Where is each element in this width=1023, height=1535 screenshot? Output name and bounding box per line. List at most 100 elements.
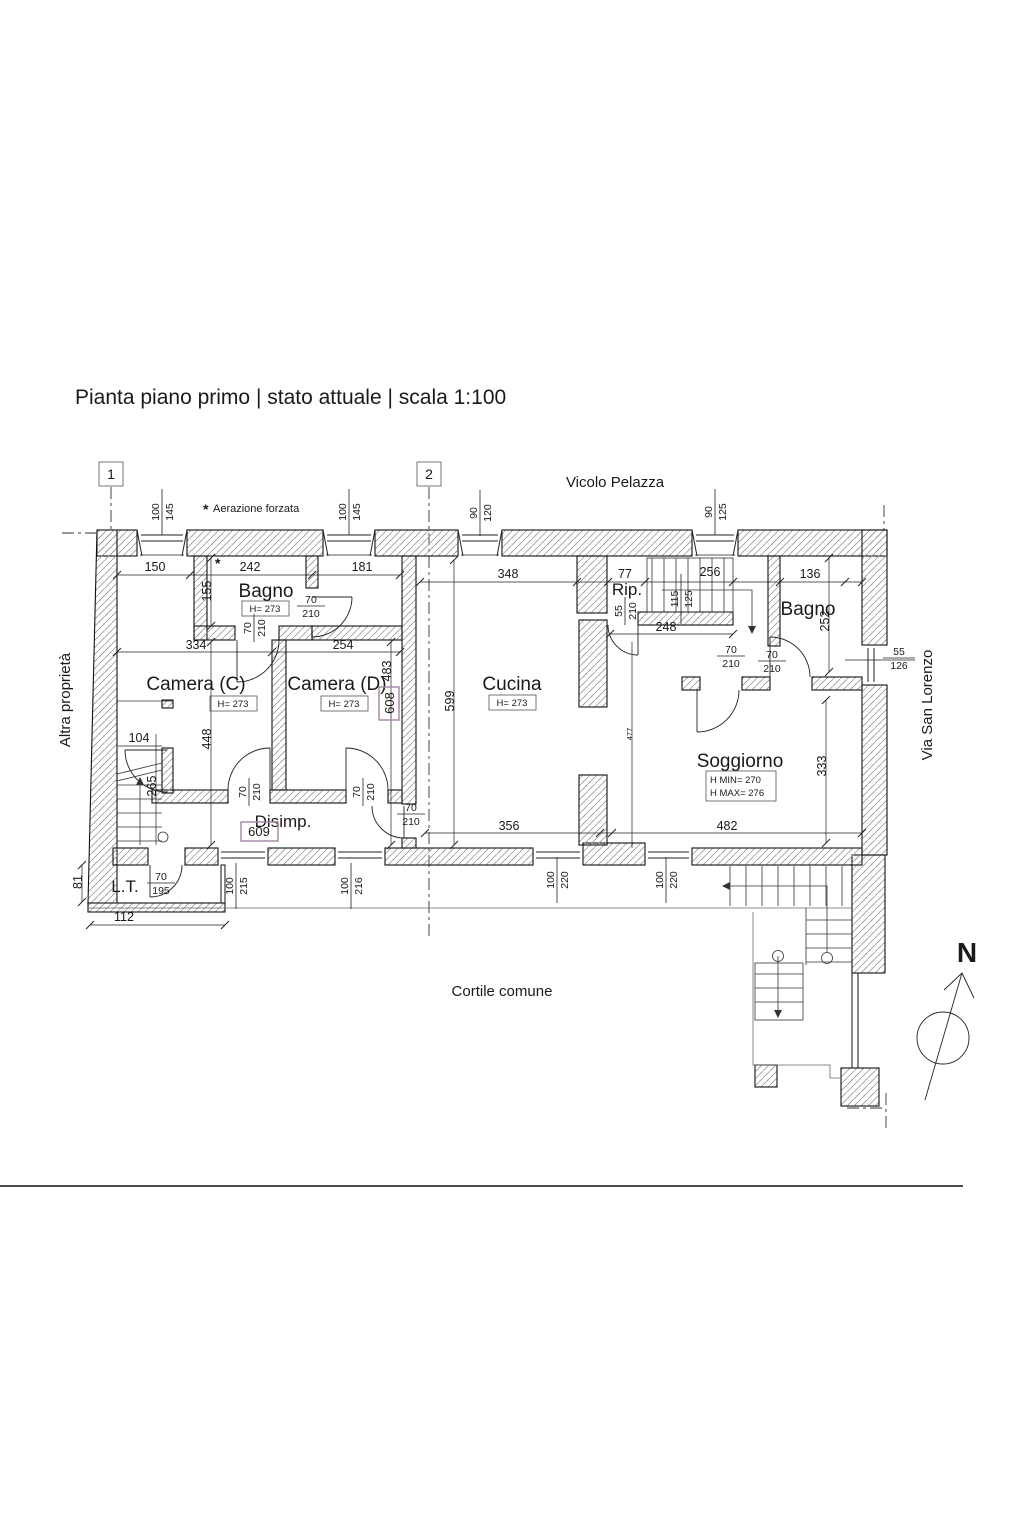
dim-599: 599 — [443, 691, 457, 712]
room-height-camera-d: H= 273 — [329, 699, 360, 710]
door-stair-niche — [124, 749, 168, 793]
stair-tread-b: 125 — [683, 590, 695, 608]
opening-height: 210 — [763, 663, 781, 675]
north-label: N — [957, 937, 977, 968]
opening-height: 210 — [627, 602, 639, 620]
dim-333: 333 — [815, 756, 829, 777]
opening-width: 70 — [237, 786, 249, 798]
size-win-b3: 100 220 — [545, 857, 571, 903]
room-label-bagno2: Bagno — [781, 599, 836, 620]
dimension-ticks — [77, 553, 867, 930]
dim-252: 252 — [818, 611, 832, 632]
opening-width: 90 — [703, 506, 715, 518]
opening-height: 145 — [164, 503, 176, 521]
window-glyph-bottom-1 — [221, 851, 265, 859]
room-height-camera-c: H= 273 — [218, 699, 249, 710]
opening-height: 210 — [722, 658, 740, 670]
opening-width: 90 — [468, 507, 480, 519]
walls — [87, 529, 888, 1107]
room-label-camera-d: Camera (D) — [287, 674, 386, 695]
size-door-camerad: 70 210 — [351, 778, 377, 806]
star-icon: * — [203, 501, 209, 517]
size-door-lt: 70 195 — [147, 871, 175, 897]
stair-tread-a: 115 — [669, 590, 681, 607]
door-camerad — [345, 747, 389, 791]
dimension-lines — [81, 558, 862, 926]
opening-height: 210 — [402, 816, 420, 828]
unit-tag-608: 608 — [378, 686, 400, 721]
star-bagno-icon: * — [215, 555, 221, 571]
room-label-bagno1: Bagno — [239, 581, 294, 602]
door-bagno1 — [311, 596, 353, 638]
opening-height: 210 — [302, 608, 320, 620]
dim-334: 334 — [186, 638, 207, 652]
size-door-soggiorno: 70 210 — [717, 644, 745, 670]
opening-height: 145 — [351, 503, 363, 521]
room-label-disimp: Disimp. — [255, 812, 312, 831]
room-label-soggiorno: Soggiorno — [697, 751, 784, 772]
opening-width: 100 — [337, 503, 349, 521]
opening-width: 70 — [725, 644, 737, 656]
dim-448: 448 — [200, 729, 214, 750]
window-glyph-bottom-3 — [536, 851, 580, 859]
stair-internal-top — [646, 557, 756, 634]
windows — [136, 529, 915, 859]
room-label-camera-c: Camera (C) — [146, 674, 245, 695]
room-label-lt: L.T. — [111, 877, 138, 896]
note-text: Aerazione forzata — [213, 503, 300, 515]
size-win-t3: 90 120 — [468, 490, 494, 536]
opening-width: 70 — [405, 802, 417, 814]
section-marker-2: 2 — [416, 461, 442, 487]
opening-width: 100 — [150, 503, 162, 521]
opening-width: 70 — [155, 871, 167, 883]
room-label-rip: Rip. — [612, 580, 642, 599]
opening-width: 100 — [224, 877, 236, 895]
dim-483: 483 — [380, 661, 394, 682]
door-rip — [607, 624, 639, 656]
opening-width: 100 — [654, 871, 666, 889]
unit-609-label: 609 — [248, 824, 270, 839]
window-glyph-right — [845, 648, 915, 682]
room-height-bagno1: H= 273 — [250, 604, 281, 615]
dim-356: 356 — [499, 819, 520, 833]
dim-155: 155 — [200, 581, 214, 602]
opening-size-labels: 100 145 100 145 90 120 90 125 70 210 70 … — [147, 489, 915, 909]
door-lt — [149, 864, 183, 898]
opening-height: 215 — [238, 877, 250, 895]
dim-482: 482 — [717, 819, 738, 833]
size-win-b1: 100 215 — [224, 863, 250, 909]
size-door-camerac: 70 210 — [237, 778, 263, 806]
dim-254: 254 — [333, 638, 354, 652]
size-win-right: 55 126 — [883, 646, 915, 672]
door-soggiorno — [696, 689, 740, 733]
dimension-labels: 150 * 242 181 348 77 256 136 334 254 104… — [71, 555, 832, 924]
dim-242: 242 — [240, 560, 261, 574]
size-win-b2: 100 216 — [339, 863, 365, 909]
courtyard-boundary — [88, 907, 852, 1079]
door-bagno1-camerac — [236, 639, 280, 683]
unit-tag-609: 609 — [240, 821, 279, 842]
page-title: Pianta piano primo | stato attuale | sca… — [75, 386, 506, 409]
opening-height: 210 — [365, 783, 377, 801]
opening-height: 125 — [717, 503, 729, 521]
opening-height: 210 — [251, 783, 263, 801]
unit-608-label: 608 — [382, 692, 397, 714]
room-label-cucina: Cucina — [482, 674, 542, 695]
dim-256: 256 — [700, 565, 721, 579]
size-win-t1: 100 145 — [150, 489, 176, 535]
size-door-bagno1-camerac: 70 210 — [242, 614, 268, 642]
room-hmax-soggiorno: H MAX= 276 — [710, 788, 764, 799]
dim-181: 181 — [352, 560, 373, 574]
street-top-label: Vicolo Pelazza — [566, 474, 665, 491]
street-right-label: Via San Lorenzo — [919, 650, 936, 761]
dim-77: 77 — [618, 567, 632, 581]
dim-348: 348 — [498, 567, 519, 581]
opening-width: 100 — [339, 877, 351, 895]
dim-136: 136 — [800, 567, 821, 581]
opening-width: 70 — [242, 622, 254, 634]
size-door-cucina: 70 210 — [397, 802, 425, 828]
stair-internal-bottom-left — [116, 700, 173, 845]
opening-width: 70 — [766, 649, 778, 661]
